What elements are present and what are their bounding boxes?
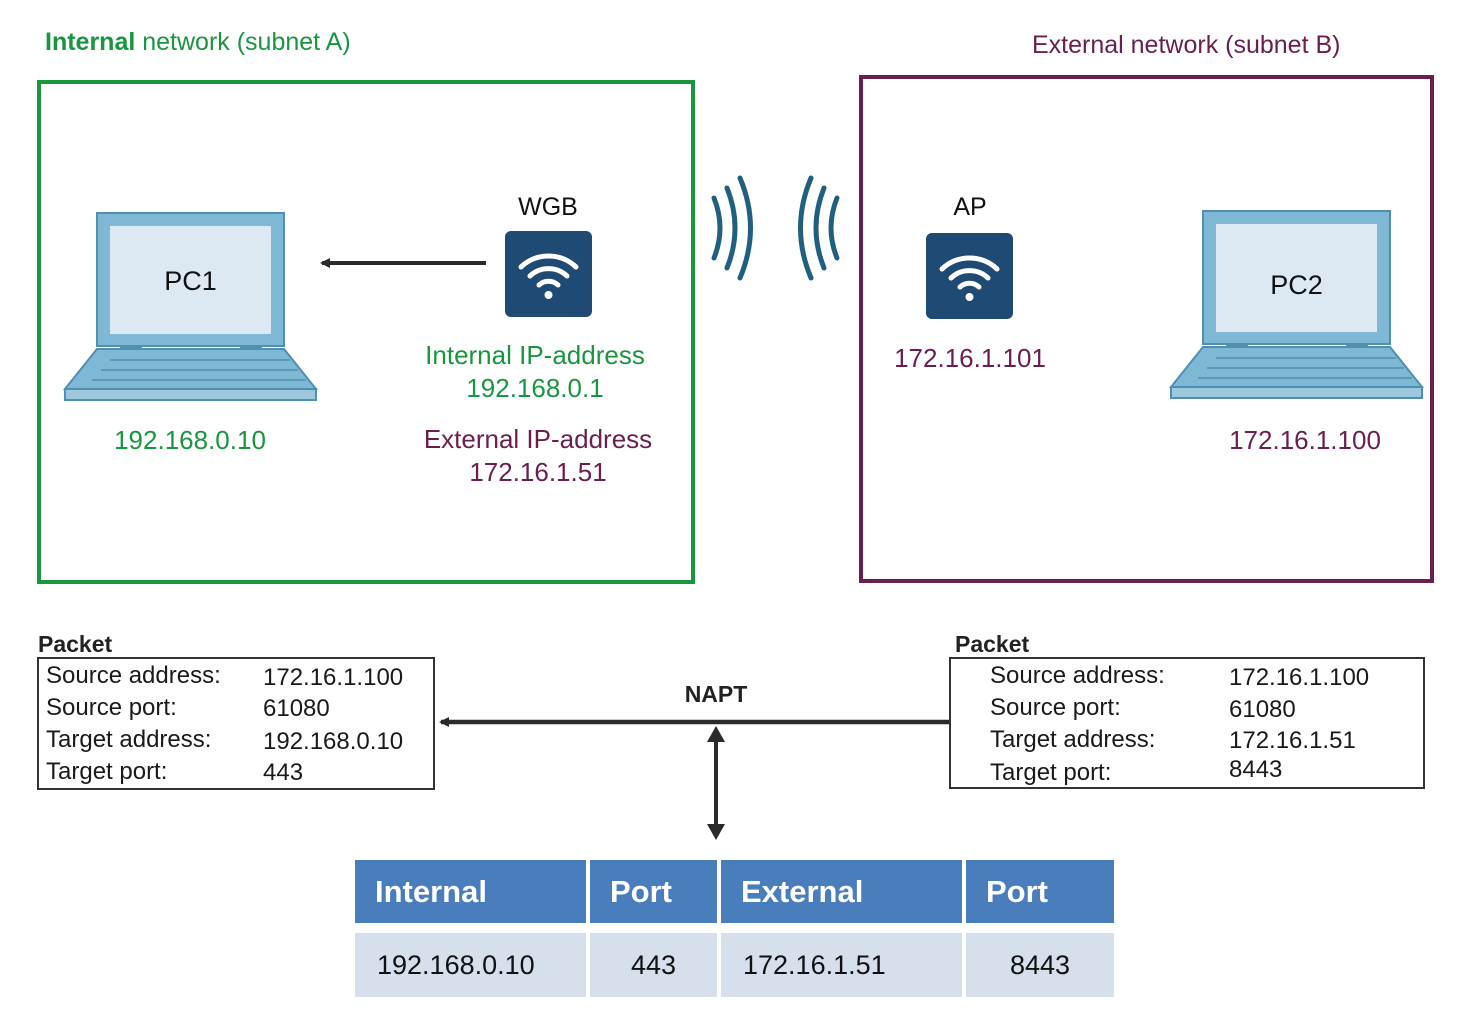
packet-left-key: Source port: <box>46 694 177 721</box>
table-cell-port: 8443 <box>966 933 1114 997</box>
ap-name: AP <box>953 193 987 221</box>
napt-table-arrow <box>707 726 725 840</box>
table-header-port: Port <box>966 860 1114 923</box>
pc2-ip: 172.16.1.100 <box>1229 425 1381 455</box>
packet-left-value: 61080 <box>263 695 330 722</box>
packet-right-value: 172.16.1.51 <box>1229 727 1356 754</box>
packet-left-value: 172.16.1.100 <box>263 664 404 691</box>
table-cell-external: 172.16.1.51 <box>721 933 962 997</box>
packet-right-key: Source address: <box>990 662 1165 689</box>
packet-left-box <box>37 657 435 790</box>
packet-left-key: Target port: <box>46 758 168 785</box>
wgb-internal-ip: 192.168.0.1 <box>466 373 604 403</box>
external-network-label: External network (subnet B) <box>1032 31 1341 59</box>
pc1-name: PC1 <box>164 266 217 296</box>
wgb-external-ip: 172.16.1.51 <box>469 457 607 487</box>
ap-wifi-icon <box>926 233 1013 319</box>
packet-right-key: Target address: <box>990 726 1156 753</box>
pc1-laptop-icon <box>62 212 319 401</box>
packet-right-key: Source port: <box>990 694 1121 721</box>
wgb-wifi-icon <box>505 231 592 317</box>
wireless-signal-icon <box>711 175 840 281</box>
packet-right-value: 172.16.1.100 <box>1229 664 1370 691</box>
table-cell-port: 443 <box>590 933 717 997</box>
packet-left-key: Source address: <box>46 662 221 689</box>
internal-network-label-rest: network (subnet A) <box>135 28 351 56</box>
packet-right-key: Target port: <box>990 759 1112 786</box>
table-cell-internal: 192.168.0.10 <box>355 933 586 997</box>
wgb-internal-label: Internal IP-address <box>425 340 645 370</box>
pc1-ip: 192.168.0.10 <box>114 425 266 455</box>
internal-network-label-bold: Internal <box>45 28 136 56</box>
external-network-box <box>859 75 1434 583</box>
ap-ip: 172.16.1.101 <box>894 343 1046 373</box>
pc2-name: PC2 <box>1270 270 1323 300</box>
internal-network-label: Internal network (subnet A) <box>45 28 351 57</box>
packet-left-value: 192.168.0.10 <box>263 728 404 755</box>
pc2-laptop-icon <box>1168 210 1425 399</box>
packet-left-value: 443 <box>263 759 304 786</box>
table-header-port: Port <box>590 860 717 923</box>
packet-left-title: Packet <box>38 631 113 657</box>
wgb-external-label: External IP-address <box>423 424 653 454</box>
packet-right-box <box>949 657 1425 789</box>
packet-left-key: Target address: <box>46 726 212 753</box>
packet-right-value: 8443 <box>1229 756 1283 783</box>
table-header-external: External <box>721 860 962 923</box>
internal-network-box <box>37 80 695 584</box>
napt-label: NAPT <box>684 681 748 707</box>
packet-right-value: 61080 <box>1229 696 1296 723</box>
packet-right-title: Packet <box>955 631 1030 657</box>
wgb-name: WGB <box>518 193 578 221</box>
table-header-internal: Internal <box>355 860 586 923</box>
